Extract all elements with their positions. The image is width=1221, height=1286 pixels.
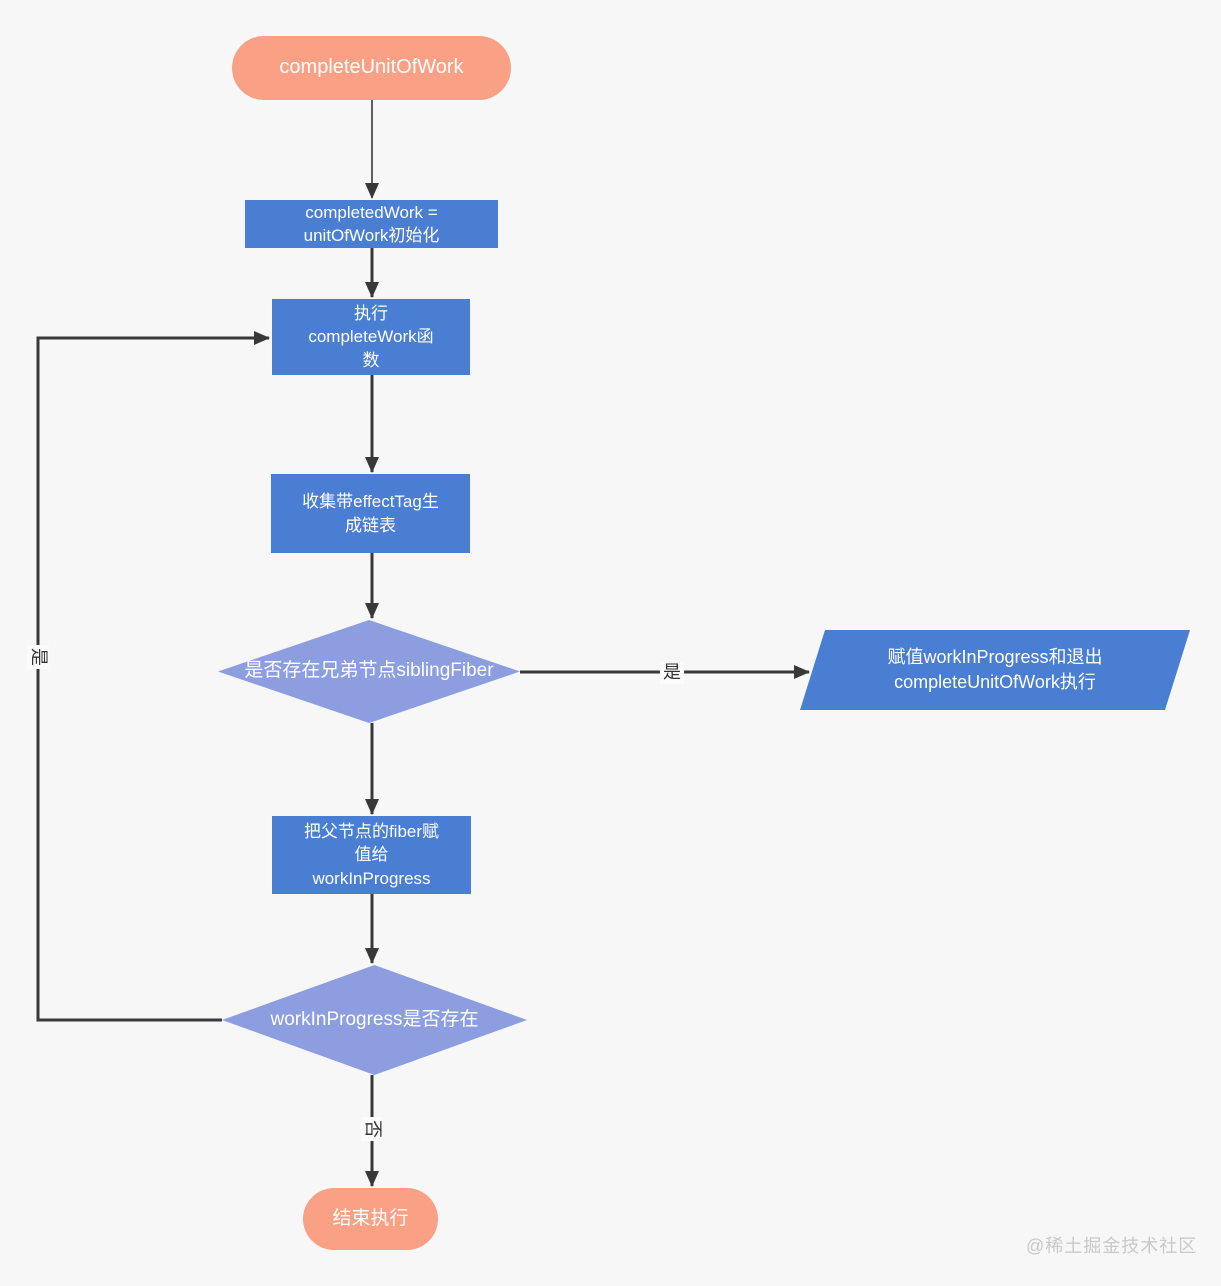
connector-wip-loop-to-exec: [36, 331, 270, 1022]
node-exec-complete-work-label: 执行 completeWork函 数: [308, 303, 434, 370]
edge-label-wip-yes: 是: [27, 645, 49, 669]
node-collect-effects-label: 收集带effectTag生 成链表: [302, 492, 439, 535]
node-assign-and-exit-io: 赋值workInProgress和退出 completeUnitOfWork执行: [800, 630, 1190, 710]
node-start-terminal: completeUnitOfWork: [232, 36, 511, 100]
node-has-sibling-decision: 是否存在兄弟节点siblingFiber: [218, 620, 520, 723]
node-collect-effects-process: 收集带effectTag生 成链表: [271, 474, 470, 553]
node-assign-parent-fiber-label: 把父节点的fiber赋 值给 workInProgress: [303, 821, 440, 888]
node-has-sibling-label: 是否存在兄弟节点siblingFiber: [244, 660, 494, 682]
node-wip-exists-decision: workInProgress是否存在: [222, 965, 527, 1075]
node-init-process: completedWork = unitOfWork初始化: [245, 200, 498, 248]
watermark: @稀土掘金技术社区: [1026, 1236, 1198, 1256]
edge-label-wip-no: 否: [361, 1117, 383, 1141]
node-start-label: completeUnitOfWork: [279, 56, 464, 79]
node-wip-exists-label: workInProgress是否存在: [270, 1008, 479, 1030]
node-end-label: 结束执行: [332, 1207, 409, 1229]
node-end-terminal: 结束执行: [303, 1188, 438, 1250]
node-init-label: completedWork = unitOfWork初始化: [303, 202, 440, 245]
edge-label-sibling-yes: 是: [660, 662, 684, 684]
node-assign-parent-fiber-process: 把父节点的fiber赋 值给 workInProgress: [272, 816, 471, 894]
node-assign-and-exit-label: 赋值workInProgress和退出 completeUnitOfWork执行: [887, 647, 1103, 692]
node-exec-complete-work-process: 执行 completeWork函 数: [272, 299, 470, 375]
